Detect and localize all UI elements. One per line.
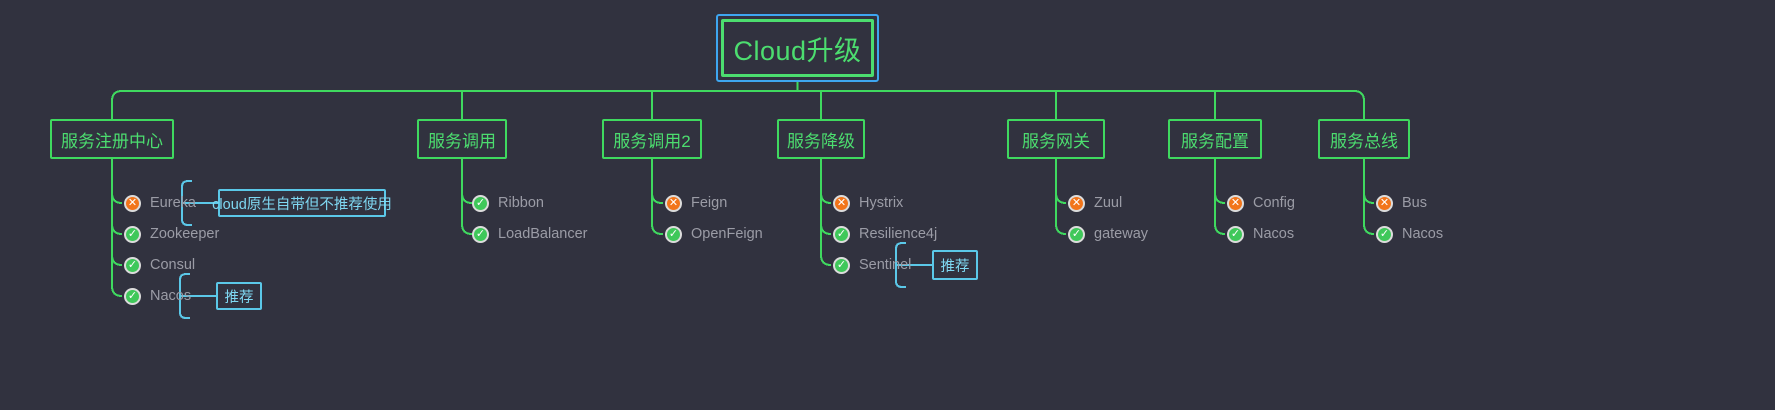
check-circle-icon: ✓ [1068, 225, 1085, 243]
branch-node-1[interactable]: 服务注册中心 [50, 119, 174, 159]
branch-node-label: 服务网关 [1022, 131, 1090, 151]
leaf-item[interactable]: ✕ Feign [665, 193, 727, 213]
cross-circle-icon: ✕ [1068, 194, 1085, 212]
branch-node-7[interactable]: 服务总线 [1318, 119, 1410, 159]
check-circle-icon: ✓ [1227, 225, 1244, 243]
note-box-label: 推荐 [224, 289, 254, 306]
branch-node-label: 服务注册中心 [61, 131, 163, 151]
leaf-item-label: Hystrix [859, 195, 904, 211]
leaf-item[interactable]: ✓ OpenFeign [665, 224, 763, 244]
leaf-item-label: Resilience4j [859, 226, 938, 242]
note-box-label: cloud原生自带但不推荐使用 [212, 196, 392, 213]
check-circle-icon: ✓ [833, 256, 850, 274]
branch-node-label: 服务总线 [1330, 131, 1398, 151]
note-box-label: 推荐 [940, 258, 970, 275]
check-circle-icon: ✓ [472, 194, 489, 212]
leaf-item[interactable]: ✓ Ribbon [472, 193, 544, 213]
cross-circle-icon: ✕ [124, 194, 141, 212]
branch-node-5[interactable]: 服务网关 [1007, 119, 1105, 159]
cross-circle-icon: ✕ [833, 194, 850, 212]
note-box[interactable]: cloud原生自带但不推荐使用 [212, 189, 392, 217]
leaf-item-label: Bus [1402, 195, 1427, 211]
leaf-item[interactable]: ✕ Bus [1376, 193, 1427, 213]
leaf-item[interactable]: ✕ Hystrix [833, 193, 903, 213]
note-box[interactable]: 推荐 [216, 282, 262, 310]
leaf-item[interactable]: ✓ Consul [124, 255, 195, 275]
cross-circle-icon: ✕ [1376, 194, 1393, 212]
cross-circle-icon: ✕ [665, 194, 682, 212]
root-node[interactable]: Cloud升级 [716, 14, 879, 82]
cross-circle-icon: ✕ [1227, 194, 1244, 212]
check-circle-icon: ✓ [833, 225, 850, 243]
leaf-item-label: Feign [691, 195, 728, 211]
leaf-item[interactable]: ✓ Nacos [124, 286, 191, 306]
leaf-item[interactable]: ✕ Config [1227, 193, 1295, 213]
leaf-item-label: Sentinel [859, 257, 912, 273]
branch-node-6[interactable]: 服务配置 [1168, 119, 1262, 159]
leaf-item[interactable]: ✓ Nacos [1376, 224, 1443, 244]
leaf-item-label: Nacos [1402, 226, 1444, 242]
leaf-item[interactable]: ✓ gateway [1068, 224, 1148, 244]
leaf-item-label: LoadBalancer [498, 226, 588, 242]
leaf-item[interactable]: ✕ Zuul [1068, 193, 1122, 213]
check-circle-icon: ✓ [1376, 225, 1393, 243]
leaf-item[interactable]: ✕ Eureka [124, 193, 196, 213]
branch-node-label: 服务配置 [1181, 131, 1249, 151]
leaf-item-label: Nacos [1253, 226, 1295, 242]
leaf-item-label: Eureka [150, 195, 196, 211]
leaf-item-label: Zookeeper [150, 226, 220, 242]
leaf-item[interactable]: ✓ Nacos [1227, 224, 1294, 244]
leaf-item-label: gateway [1094, 226, 1149, 242]
check-circle-icon: ✓ [124, 225, 141, 243]
check-circle-icon: ✓ [124, 287, 141, 305]
leaf-item-label: Config [1253, 195, 1295, 211]
branch-node-4[interactable]: 服务降级 [777, 119, 865, 159]
leaf-item[interactable]: ✓ LoadBalancer [472, 224, 588, 244]
leaf-item-label: OpenFeign [691, 226, 763, 242]
check-circle-icon: ✓ [124, 256, 141, 274]
leaf-item[interactable]: ✓ Sentinel [833, 255, 911, 275]
check-circle-icon: ✓ [665, 225, 682, 243]
branch-node-2[interactable]: 服务调用 [417, 119, 507, 159]
branch-node-label: 服务调用 [428, 131, 496, 151]
root-node-label: Cloud升级 [721, 19, 874, 77]
note-box[interactable]: 推荐 [932, 250, 978, 280]
check-circle-icon: ✓ [472, 225, 489, 243]
leaf-item[interactable]: ✓ Zookeeper [124, 224, 219, 244]
leaf-item-label: Ribbon [498, 195, 544, 211]
leaf-item-label: Consul [150, 257, 196, 273]
leaf-item-label: Zuul [1094, 195, 1123, 211]
leaf-item[interactable]: ✓ Resilience4j [833, 224, 937, 244]
branch-node-label: 服务降级 [787, 131, 855, 151]
leaf-item-label: Nacos [150, 288, 192, 304]
branch-node-label: 服务调用2 [613, 131, 691, 151]
branch-node-3[interactable]: 服务调用2 [602, 119, 702, 159]
